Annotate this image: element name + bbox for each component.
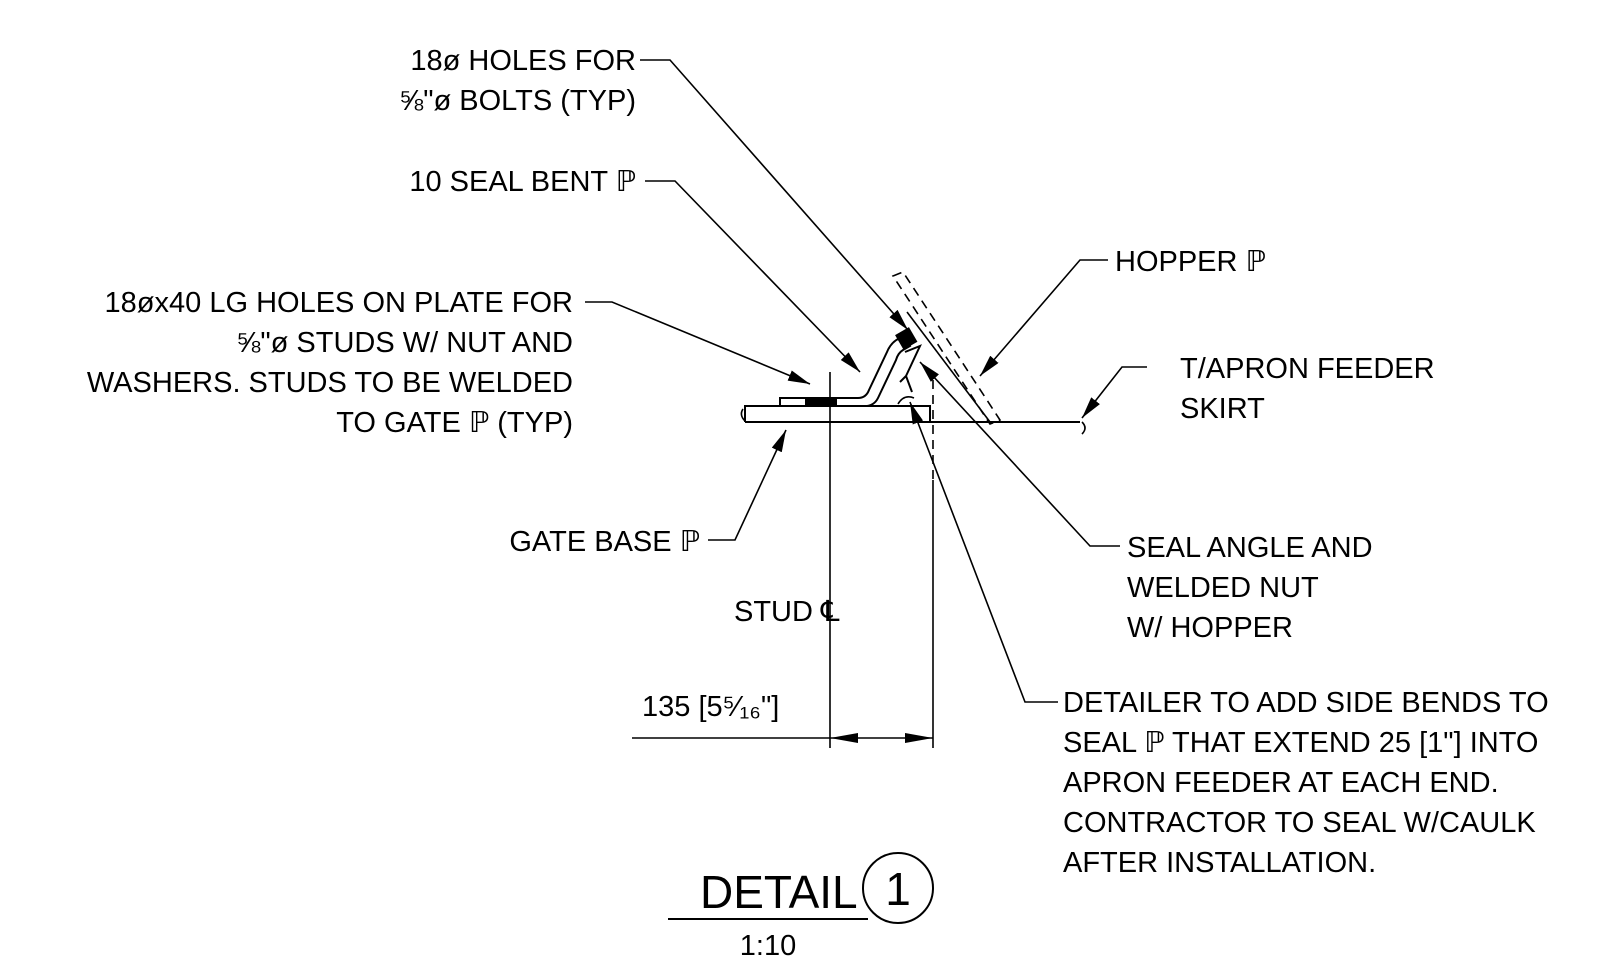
label-lg-holes-4: TO GATE ℙ (TYP)	[336, 407, 573, 439]
break-mark-right	[1081, 421, 1086, 435]
leader-seal-angle	[919, 361, 1120, 547]
label-apron-1: T/APRON FEEDER	[1180, 353, 1435, 385]
label-seal-angle-1: SEAL ANGLE AND	[1127, 532, 1373, 564]
label-holes-bolts-1: 18ø HOLES FOR	[410, 45, 636, 77]
label-apron-2: SKIRT	[1180, 393, 1265, 425]
label-note-3: APRON FEEDER AT EACH END.	[1063, 767, 1499, 799]
label-lg-holes-3: WASHERS. STUDS TO BE WELDED	[87, 367, 573, 399]
hopper-plate-inner	[906, 311, 991, 423]
label-note-2: SEAL ℙ THAT EXTEND 25 [1"] INTO	[1063, 727, 1538, 759]
dimension-arrow-left	[830, 733, 858, 743]
label-note-1: DETAILER TO ADD SIDE BENDS TO	[1063, 687, 1549, 719]
label-note-4: CONTRACTOR TO SEAL W/CAULK	[1063, 807, 1536, 839]
detail-scale: 1:10	[740, 930, 796, 962]
label-dimension: 135 [5⁵⁄₁₆"]	[642, 691, 779, 723]
leader-note	[909, 401, 1058, 703]
bolt-nut-block	[895, 327, 918, 350]
label-hopper: HOPPER ℙ	[1115, 246, 1266, 278]
label-stud-cl: STUD ℄	[734, 596, 840, 628]
detail-number-circle	[862, 852, 934, 924]
label-note-5: AFTER INSTALLATION.	[1063, 847, 1376, 879]
detail-title: DETAIL	[700, 866, 858, 918]
label-seal-bent: 10 SEAL BENT ℙ	[409, 166, 636, 198]
dimension-arrow-right	[905, 733, 933, 743]
leader-holes-bolts	[640, 59, 909, 331]
label-lg-holes-1: 18øx40 LG HOLES ON PLATE FOR	[105, 287, 573, 319]
leader-seal-bent	[645, 180, 861, 373]
label-holes-bolts-2: ⅝"ø BOLTS (TYP)	[399, 85, 636, 117]
seal-bent-plate	[779, 334, 912, 407]
gate-base-plate	[744, 405, 931, 422]
label-lg-holes-2: ⅝"ø STUDS W/ NUT AND	[236, 327, 573, 359]
label-seal-angle-3: W/ HOPPER	[1127, 612, 1293, 644]
label-gate-base: GATE BASE ℙ	[509, 526, 700, 558]
leader-hopper	[979, 259, 1108, 377]
seal-angle	[899, 344, 922, 393]
leader-lg-holes	[585, 301, 811, 385]
hopper-plate	[891, 271, 1002, 425]
leader-apron	[1081, 366, 1147, 419]
seal-angle-hook	[897, 396, 915, 405]
stud-washer-block	[805, 397, 837, 406]
leader-gate-base	[708, 429, 787, 541]
break-mark-left	[740, 408, 746, 422]
label-seal-angle-2: WELDED NUT	[1127, 572, 1319, 604]
detail-number: 1	[885, 863, 911, 915]
